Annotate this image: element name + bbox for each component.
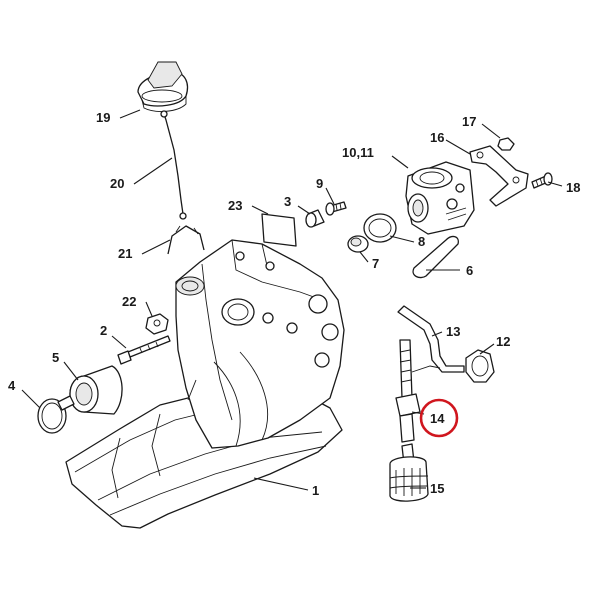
callout-10-11: 10,11 (342, 145, 374, 160)
part-16-bracket (469, 145, 529, 207)
callout-21: 21 (118, 246, 132, 261)
part-8-gasket-ring (363, 213, 397, 243)
part-18-screw (531, 172, 553, 189)
callout-4: 4 (8, 378, 16, 393)
callout-8: 8 (418, 234, 425, 249)
part-6-hose (412, 235, 459, 279)
part-14-fuel-hose (395, 339, 441, 443)
part-7-seal (347, 235, 369, 253)
callout-18: 18 (566, 180, 580, 195)
part-13-fuel-line (397, 305, 465, 373)
callout-19: 19 (96, 110, 110, 125)
callout-7: 7 (372, 256, 379, 271)
callout-22: 22 (122, 294, 136, 309)
callout-20: 20 (110, 176, 124, 191)
callout-2: 2 (100, 323, 107, 338)
leader-lines (21, 109, 563, 491)
callout-6: 6 (466, 263, 473, 278)
part-19-fuel-cap (137, 61, 189, 112)
callout-5: 5 (52, 350, 59, 365)
part-3-sleeve (305, 209, 325, 228)
highlighted-callout-14: 14 (419, 398, 459, 438)
part-21-retainer (167, 225, 205, 255)
part-17-nut (497, 137, 515, 151)
callout-14: 14 (430, 411, 445, 426)
callout-15: 15 (430, 481, 444, 496)
callout-labels: 1 2 3 4 5 6 7 8 9 10,11 12 13 15 16 17 1… (8, 110, 580, 498)
callout-12: 12 (496, 334, 510, 349)
part-2-bolt (117, 335, 171, 365)
part-4-hose-clamp (37, 395, 75, 434)
part-10-11-carburetor (405, 161, 475, 235)
part-15-fuel-filter (389, 443, 429, 502)
callout-13: 13 (446, 324, 460, 339)
part-22-nut (145, 313, 169, 335)
callout-23: 23 (228, 198, 242, 213)
callout-17: 17 (462, 114, 476, 129)
highlight-circle (419, 398, 459, 438)
callout-1: 1 (312, 483, 319, 498)
callout-16: 16 (430, 130, 444, 145)
part-20-cap-tether (160, 110, 187, 220)
callout-9: 9 (316, 176, 323, 191)
part-9-screw (325, 201, 347, 216)
part-1-tank-housing (65, 239, 345, 529)
part-5-intake-boot (69, 365, 123, 415)
part-23-gasket (261, 213, 297, 247)
callout-3: 3 (284, 194, 291, 209)
part-12-valve (465, 349, 495, 383)
